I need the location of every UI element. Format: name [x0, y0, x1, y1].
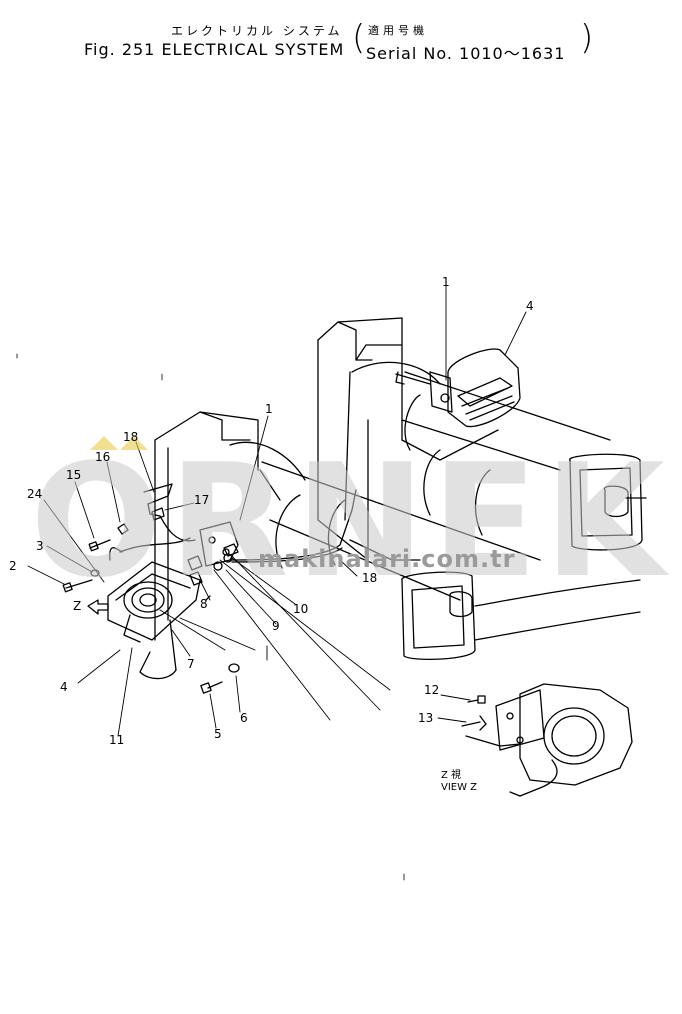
callout-17: 17 — [194, 493, 210, 507]
figure-header: エレクトリカル システム Fig. 251 ELECTRICAL SYSTEM … — [0, 0, 682, 70]
right-end-cap — [569, 453, 647, 551]
serial-range: Serial No. 1010～1631 — [366, 44, 566, 63]
callout-10: 10 — [293, 602, 309, 616]
view-z-jp-label: Z 視 — [441, 770, 462, 781]
work-lamp-upper — [395, 348, 521, 428]
work-lamp-front — [107, 521, 239, 680]
close-paren: ) — [580, 18, 594, 58]
callout-18-lower: 18 — [362, 571, 378, 585]
view-z-label: VIEW Z — [441, 782, 478, 793]
callout-3: 3 — [36, 539, 44, 553]
arrow-z-label: Z — [73, 599, 82, 613]
callout-12: 12 — [424, 683, 440, 697]
callout-13: 13 — [418, 711, 434, 725]
callout-18-upper: 18 — [123, 430, 139, 444]
callout-2: 2 — [9, 559, 17, 573]
callout-1-front: 1 — [265, 402, 273, 416]
front-frame — [154, 411, 541, 641]
serial-japanese: 適用号機 — [368, 24, 428, 37]
callout-5: 5 — [214, 727, 222, 741]
figure-title: Fig. 251 ELECTRICAL SYSTEM — [84, 40, 345, 59]
callout-16: 16 — [95, 450, 111, 464]
callout-6: 6 — [240, 711, 248, 725]
callout-7: 7 — [187, 657, 195, 671]
view-z-detail — [437, 683, 633, 797]
wiring-harness — [143, 483, 357, 563]
open-paren: ( — [352, 18, 366, 58]
lower-end-cap — [401, 571, 641, 661]
callout-15: 15 — [66, 468, 82, 482]
title-japanese: エレクトリカル システム — [171, 24, 343, 38]
callout-1-upper: 1 — [442, 275, 450, 289]
callout-8: 8 — [200, 597, 208, 611]
callout-11: 11 — [109, 733, 125, 747]
callout-4-upper: 4 — [526, 299, 534, 313]
fasteners — [62, 507, 240, 694]
callout-24: 24 — [27, 487, 43, 501]
callout-4-front: 4 — [60, 680, 68, 694]
leader-lines — [27, 285, 527, 737]
callout-9: 9 — [272, 619, 280, 633]
rear-frame — [317, 317, 611, 561]
view-arrow-z — [87, 599, 109, 615]
